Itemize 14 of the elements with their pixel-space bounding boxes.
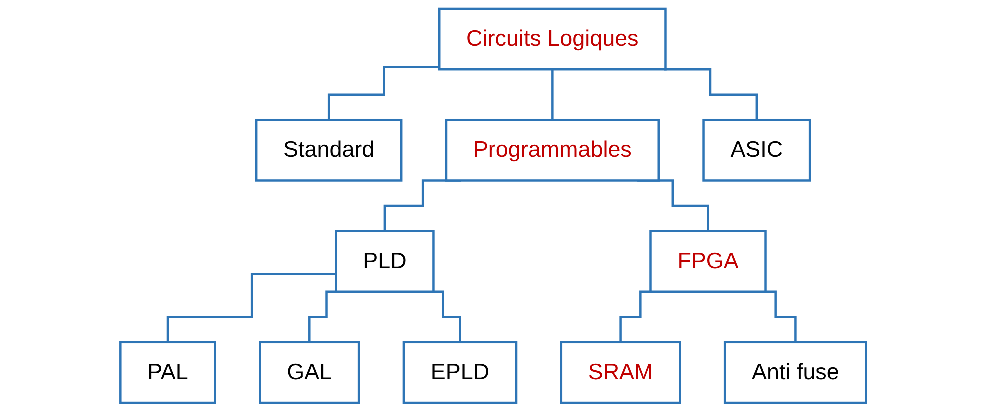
node-box: ASIC (702, 119, 812, 182)
connector (328, 66, 440, 122)
node-box: Programmables (445, 119, 660, 182)
node-box: EPLD (402, 341, 518, 404)
node-box: Standard (255, 119, 403, 182)
node-box: FPGA (650, 230, 767, 293)
connector (552, 68, 554, 122)
node-box: Circuits Logiques (438, 8, 667, 71)
node-box: Anti fuse (724, 341, 868, 404)
connector (664, 68, 758, 122)
node-box: PLD (335, 230, 435, 293)
node-box: SRAM (560, 341, 682, 404)
node-box: GAL (259, 341, 360, 404)
node-box: PAL (120, 341, 216, 404)
